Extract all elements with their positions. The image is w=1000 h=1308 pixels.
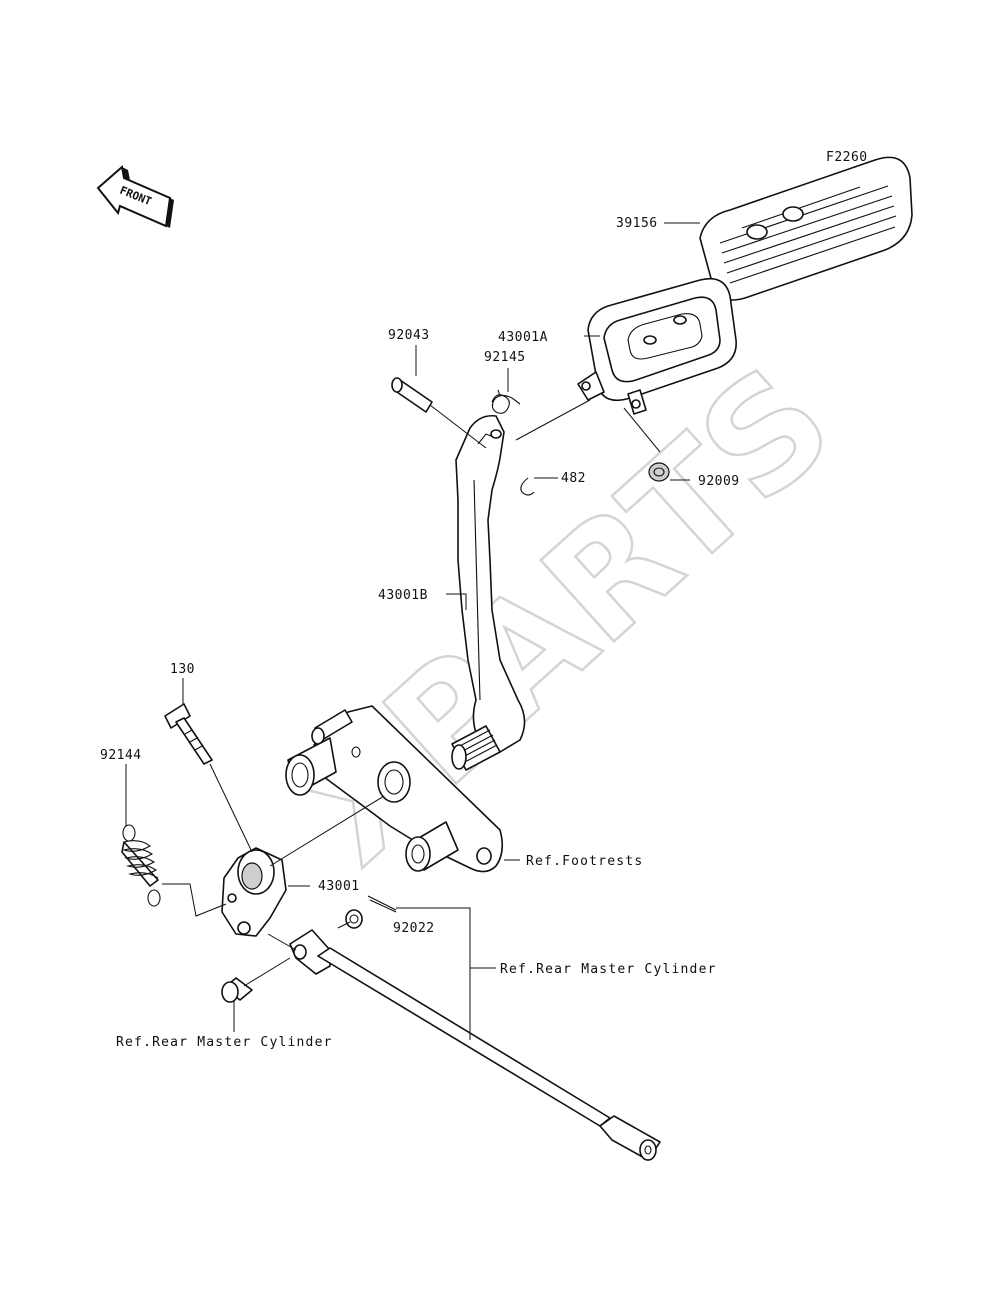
label-92145: 92145 (484, 350, 526, 365)
pivot-shaft (451, 725, 501, 771)
label-43001: 43001 (318, 879, 360, 894)
spring-92145 (491, 389, 521, 414)
label-92009: 92009 (698, 474, 740, 489)
clip-482 (520, 477, 535, 496)
pedal-arm-43001B (455, 414, 526, 753)
front-arrow-icon: FRONT (96, 165, 174, 228)
label-39156: 39156 (616, 216, 658, 231)
nut-92009 (648, 462, 670, 482)
footpad-bracket-43001A (577, 277, 737, 415)
cotter-pin-92022 (367, 895, 397, 913)
footpad-rubber-39156 (699, 156, 913, 301)
label-ref-rear-master-cylinder-right: Ref.Rear Master Cylinder (500, 962, 717, 977)
figure-code: F2260 (826, 150, 868, 165)
spring-92144 (121, 824, 161, 907)
clevis-pin (221, 977, 253, 1003)
label-43001A: 43001A (498, 330, 548, 345)
label-92022: 92022 (393, 921, 435, 936)
pin-92043 (391, 377, 433, 413)
label-482: 482 (561, 471, 586, 486)
brake-rod (289, 929, 661, 1161)
washer (345, 909, 363, 929)
label-ref-footrests: Ref.Footrests (526, 854, 643, 869)
footrest-bracket (285, 705, 504, 873)
label-ref-rear-master-cylinder-bottom: Ref.Rear Master Cylinder (116, 1035, 333, 1050)
label-43001B: 43001B (378, 588, 428, 603)
label-92144: 92144 (100, 748, 142, 763)
leader-lines (125, 222, 700, 1040)
label-92043: 92043 (388, 328, 430, 343)
lever-43001 (221, 847, 287, 937)
label-130: 130 (170, 662, 195, 677)
bolt-130 (164, 703, 213, 765)
